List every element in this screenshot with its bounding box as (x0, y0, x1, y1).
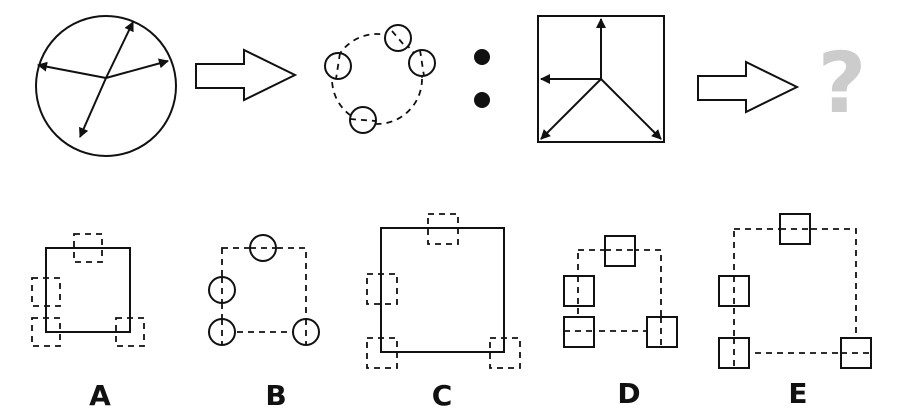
query-figure-square-with-arrows (537, 15, 665, 143)
option-c-figure[interactable] (366, 213, 521, 369)
option-b-label[interactable]: B (265, 379, 286, 412)
right-arrow-icon (195, 48, 298, 102)
option-d-figure[interactable] (563, 235, 678, 348)
analogy-colon-icon (474, 49, 490, 108)
option-b-figure[interactable] (208, 234, 320, 346)
right-arrow-icon (697, 60, 800, 114)
option-e-figure[interactable] (718, 213, 872, 369)
question-mark: ? (818, 34, 867, 132)
option-d-label[interactable]: D (617, 377, 640, 410)
option-c-label[interactable]: C (432, 379, 453, 412)
option-a-label[interactable]: A (89, 379, 111, 412)
example-answer-circles-on-dashed-ring (324, 24, 436, 134)
option-a-figure[interactable] (31, 233, 145, 347)
example-figure-circle-with-arrows (35, 15, 177, 157)
option-e-label[interactable]: E (788, 377, 807, 410)
